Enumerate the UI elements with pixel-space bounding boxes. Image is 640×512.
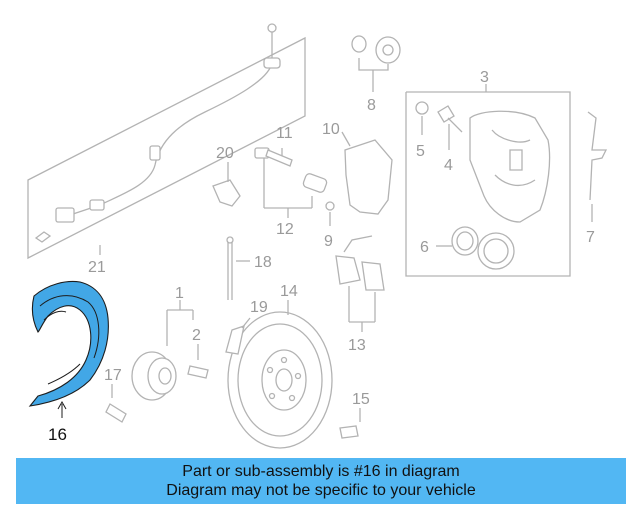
part-3-caliper-assembly bbox=[405, 84, 571, 277]
callout-18: 18 bbox=[254, 254, 272, 271]
callout-9: 9 bbox=[324, 233, 333, 250]
part-14-rotor bbox=[227, 300, 333, 449]
callout-2: 2 bbox=[192, 327, 201, 344]
part-1-2-hub bbox=[131, 300, 209, 401]
callout-7: 7 bbox=[586, 229, 595, 246]
callout-16: 16 bbox=[48, 425, 67, 444]
part-9-clip bbox=[325, 201, 335, 226]
part-15-bolt bbox=[339, 408, 361, 439]
callout-4: 4 bbox=[444, 157, 453, 174]
callout-12: 12 bbox=[276, 221, 294, 238]
callout-3: 3 bbox=[480, 69, 489, 86]
banner-line-2: Diagram may not be specific to your vehi… bbox=[166, 482, 476, 499]
banner-line-1: Part or sub-assembly is #16 in diagram bbox=[182, 463, 460, 480]
callout-15: 15 bbox=[352, 391, 370, 408]
callout-5: 5 bbox=[416, 143, 425, 160]
part-18-hose bbox=[226, 236, 250, 300]
part-7-spring bbox=[587, 111, 608, 222]
callout-21: 21 bbox=[88, 259, 106, 276]
callout-20: 20 bbox=[216, 145, 234, 162]
part-13-pads bbox=[335, 235, 385, 332]
info-banner: Part or sub-assembly is #16 in diagram D… bbox=[16, 458, 626, 504]
callout-8: 8 bbox=[367, 97, 376, 114]
callout-10: 10 bbox=[322, 121, 340, 138]
callout-1: 1 bbox=[175, 285, 184, 302]
part-17-bolt bbox=[105, 384, 127, 423]
part-10-bracket bbox=[341, 131, 393, 215]
parts-diagram: 21 8 3 5 4 6 7 10 bbox=[27, 23, 608, 449]
callout-13: 13 bbox=[348, 337, 366, 354]
callout-6: 6 bbox=[420, 239, 429, 256]
part-21-speed-sensor-cable bbox=[27, 23, 306, 260]
callout-11: 11 bbox=[276, 125, 293, 142]
part-11-12-guide-pins bbox=[212, 147, 328, 218]
callout-19: 19 bbox=[250, 299, 268, 316]
callout-17: 17 bbox=[104, 367, 122, 384]
part-19-clip bbox=[225, 317, 251, 355]
part-8-joints bbox=[351, 35, 401, 92]
callout-14: 14 bbox=[280, 283, 298, 300]
part-16-splash-shield bbox=[28, 280, 109, 418]
